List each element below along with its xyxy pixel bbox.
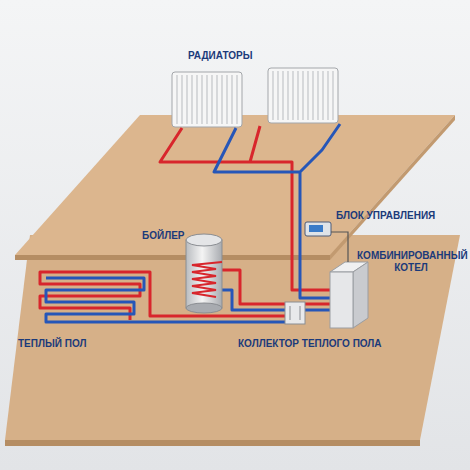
- radiator: [268, 68, 338, 123]
- label-manifold: КОЛЛЕКТОР ТЕПЛОГО ПОЛА: [238, 338, 382, 350]
- label-control: БЛОК УПРАВЛЕНИЯ: [336, 210, 435, 222]
- label-floor: ТЕПЛЫЙ ПОЛ: [18, 338, 86, 350]
- label-tank: БОЙЛЕР: [142, 230, 185, 242]
- combi-boiler: [330, 262, 368, 328]
- control-unit: [305, 222, 348, 262]
- radiators: [172, 68, 338, 127]
- label-boiler: КОМБИНИРОВАННЫЙ КОТЕЛ: [357, 250, 465, 274]
- lower-floor: [5, 235, 460, 440]
- radiator: [172, 72, 242, 127]
- manifold: [285, 302, 305, 324]
- label-radiators: РАДИАТОРЫ: [188, 50, 253, 62]
- water-tank: [186, 234, 222, 313]
- upper-floor: [15, 115, 455, 255]
- pipes: [40, 124, 340, 322]
